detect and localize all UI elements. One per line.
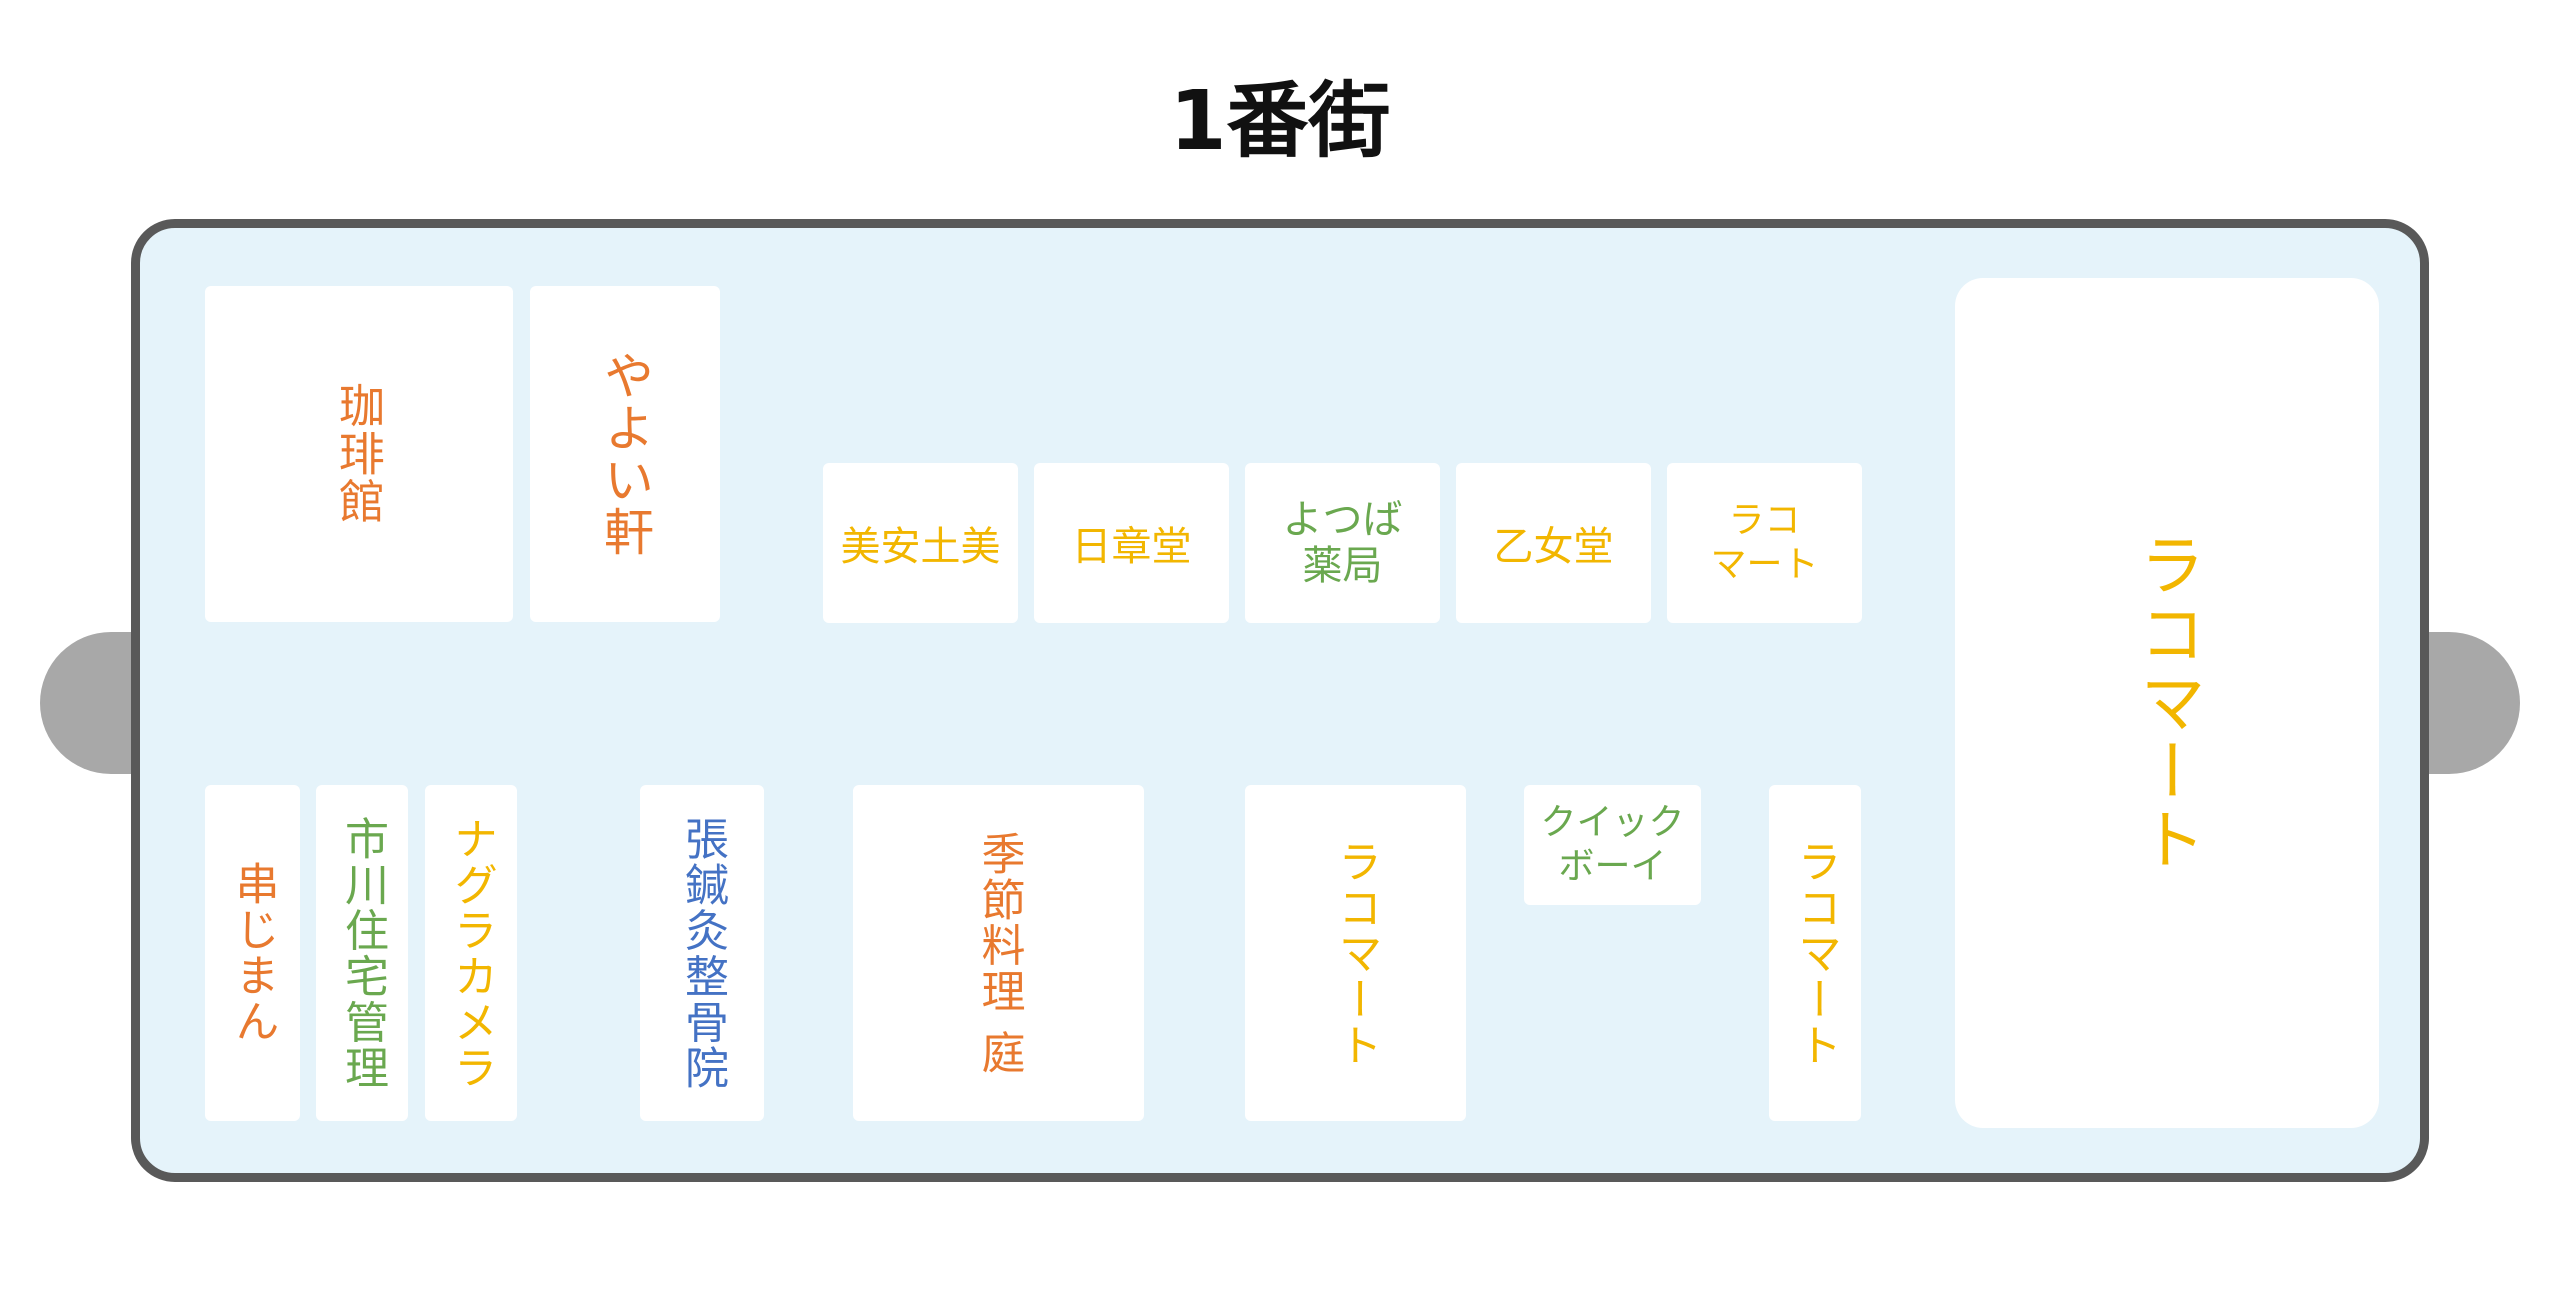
store-lacomart-bottom-right[interactable]: ラコマート xyxy=(1769,785,1861,1121)
store-nagura-camera[interactable]: ナグラカメラ xyxy=(425,785,517,1121)
store-name: ラコマート xyxy=(1790,838,1841,1068)
store-name: ラコ マート xyxy=(1710,500,1819,585)
store-nisshodo[interactable]: 日章堂 xyxy=(1034,463,1229,623)
store-name: 市川住宅管理 xyxy=(337,815,388,1091)
store-name: 張鍼灸整骨院 xyxy=(677,815,728,1091)
store-name: 美安土美 xyxy=(840,524,1001,570)
store-otomedo[interactable]: 乙女堂 xyxy=(1456,463,1651,623)
store-name: ナグラカメラ xyxy=(446,815,497,1091)
store-name: 日章堂 xyxy=(1071,524,1192,570)
store-name: 乙女堂 xyxy=(1493,524,1614,570)
store-acupuncture-clinic[interactable]: 張鍼灸整骨院 xyxy=(640,785,764,1121)
store-yayoi-ken[interactable]: やよい軒 xyxy=(530,286,720,622)
store-name: 季節料理 庭 xyxy=(973,830,1025,1076)
store-name: クイック ボーイ xyxy=(1540,802,1685,887)
store-lacomart-large[interactable]: ラコマート xyxy=(1955,278,2379,1128)
store-kushijiman[interactable]: 串じまん xyxy=(205,785,300,1121)
store-name: ラコマート xyxy=(1330,838,1382,1068)
store-name: ラコマート xyxy=(2129,531,2206,875)
store-name: よつば 薬局 xyxy=(1282,497,1403,589)
store-lacomart-small[interactable]: ラコ マート xyxy=(1667,463,1862,623)
store-lacomart-bottom[interactable]: ラコマート xyxy=(1245,785,1466,1121)
store-name: 珈琲館 xyxy=(332,382,386,526)
store-yotsuba-pharmacy[interactable]: よつば 薬局 xyxy=(1245,463,1440,623)
store-name: やよい軒 xyxy=(596,350,654,558)
store-coffee-kan[interactable]: 珈琲館 xyxy=(205,286,513,622)
store-ichikawa-housing[interactable]: 市川住宅管理 xyxy=(316,785,408,1121)
map-title: 1番街 xyxy=(1169,74,1391,169)
store-biansidomi[interactable]: 美安土美 xyxy=(823,463,1018,623)
store-quick-boy[interactable]: クイック ボーイ xyxy=(1524,785,1701,905)
store-kisetsu-ryoritei[interactable]: 季節料理 庭 xyxy=(853,785,1144,1121)
store-name: 串じまん xyxy=(227,861,279,1045)
